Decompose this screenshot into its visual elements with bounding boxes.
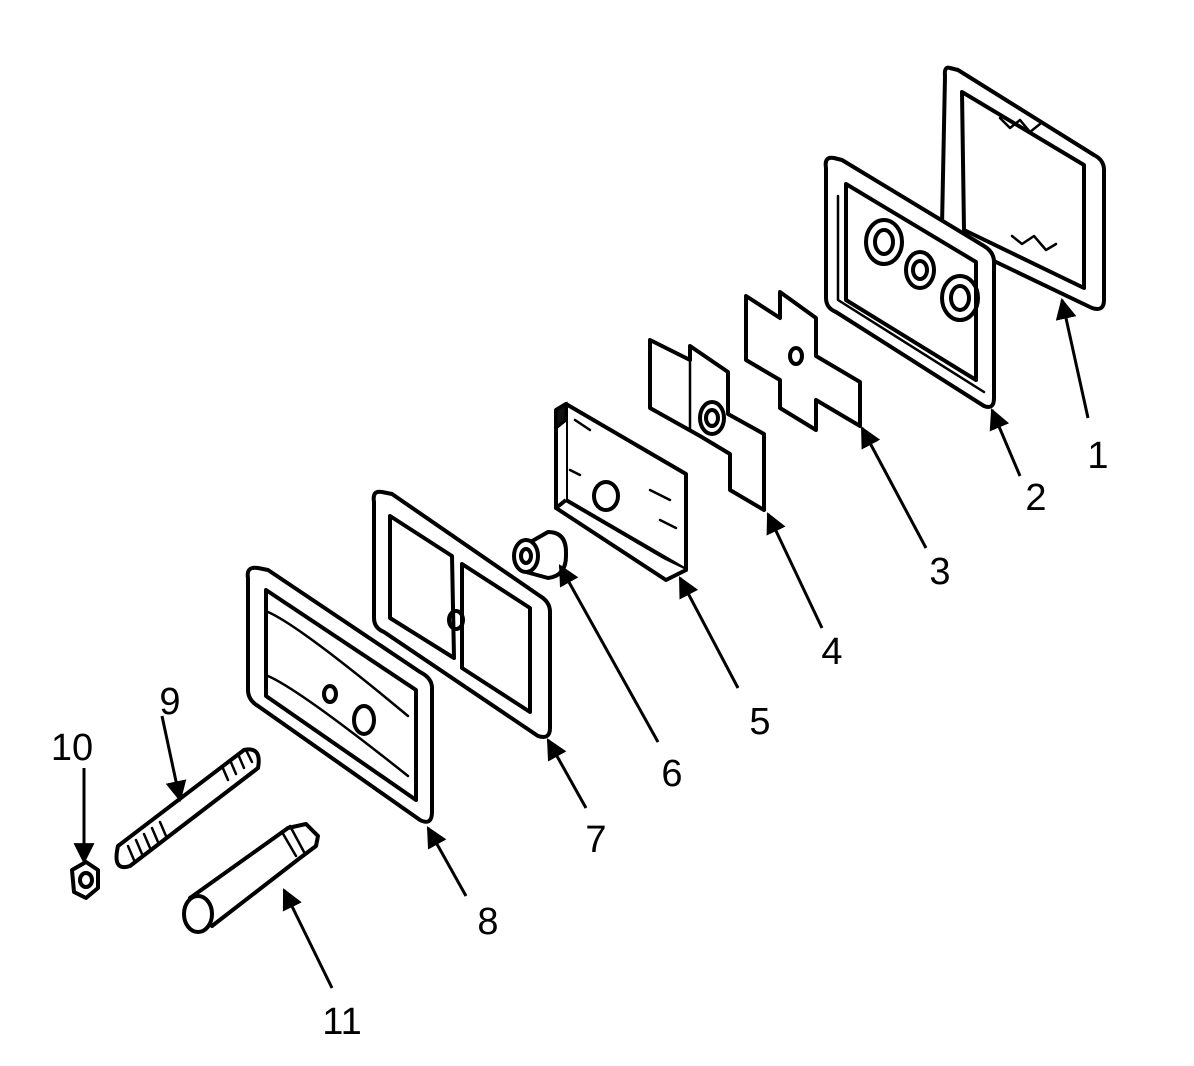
part-6-bushing [512, 530, 568, 580]
callout-6: 6 [661, 753, 682, 795]
leader-7 [546, 738, 588, 809]
callout-4: 4 [821, 631, 842, 673]
part-2-plate [823, 155, 996, 409]
part-3-cross-plate [744, 290, 862, 432]
leader-lines [73, 297, 1090, 989]
part-9-threaded-stud [114, 747, 261, 869]
leader-2 [989, 408, 1022, 477]
part-4-bracket [648, 338, 766, 512]
callout-1: 1 [1087, 435, 1108, 477]
callout-3: 3 [929, 551, 950, 593]
leader-3 [860, 426, 928, 549]
leader-4 [766, 512, 824, 629]
leader-1 [1055, 297, 1090, 419]
leader-6 [558, 564, 660, 743]
leader-9 [160, 715, 187, 803]
part-10-nut [70, 860, 100, 900]
callout-11: 11 [322, 1001, 361, 1043]
leader-8 [426, 826, 468, 897]
callout-10: 10 [51, 727, 93, 769]
part-5-filter-block [554, 401, 688, 582]
callout-2: 2 [1025, 477, 1046, 519]
leader-5 [678, 576, 740, 689]
callout-9: 9 [159, 681, 180, 723]
callout-8: 8 [477, 901, 498, 943]
callout-7: 7 [585, 819, 606, 861]
part-8-base-plate [245, 565, 434, 824]
callout-5: 5 [749, 701, 770, 743]
part-7-gasket [371, 489, 552, 739]
part-11-pin [182, 822, 320, 934]
leader-11 [282, 888, 334, 989]
callout-labels: 1 2 3 4 5 6 7 8 9 10 11 [51, 435, 1109, 1043]
